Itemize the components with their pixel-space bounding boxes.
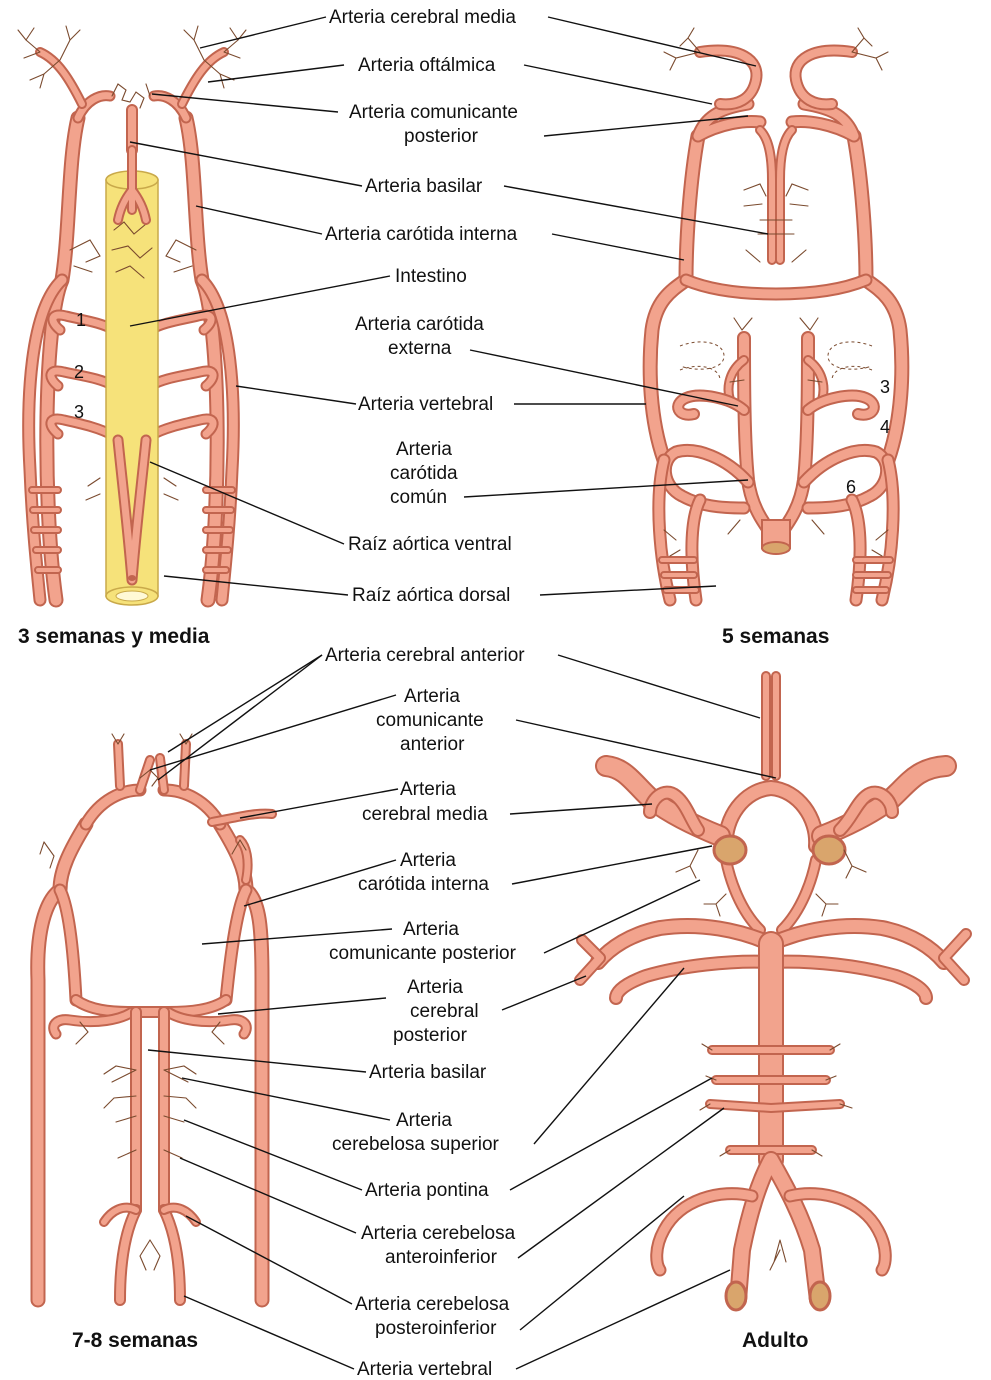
label-cerebral-posterior-line-1: Arteria	[407, 977, 463, 998]
label-cerebral-media: Arteria cerebral media	[329, 7, 516, 28]
label-cerebral-posterior-line-3: posterior	[393, 1025, 468, 1046]
label-cerebelosa-posteroinferior-line-1: Arteria cerebelosa	[355, 1294, 510, 1315]
label-intestino: Intestino	[395, 266, 467, 287]
label-cerebral-media-line-2: cerebral media	[362, 804, 488, 825]
label-basilar-bottom: Arteria basilar	[369, 1062, 487, 1083]
label-cerebral-media-line-1: Arteria	[400, 779, 456, 800]
label-carotida-comun-line-2: carótida	[390, 463, 458, 484]
panel-7-8-weeks: 7-8 semanas	[38, 734, 272, 1352]
label-cerebelosa-posteroinferior-line-2: posteroinferior	[375, 1318, 497, 1339]
label-basilar: Arteria basilar	[365, 176, 483, 197]
label-cerebelosa-anteroinferior-line-2: anteroinferior	[385, 1247, 498, 1268]
label-comunicante-anterior-line-2: comunicante	[376, 710, 484, 731]
arch-number-3: 3	[74, 402, 84, 422]
label-cerebral-posterior-line-2: cerebral	[410, 1001, 479, 1022]
label-carotida-comun-line-3: común	[390, 487, 447, 508]
label-cerebelosa-superior-line-1: Arteria	[396, 1110, 452, 1131]
label-carotida-externa-line-1: Arteria carótida	[355, 314, 484, 335]
vessels-adult	[580, 676, 966, 1310]
panel-title-7-8-weeks: 7-8 semanas	[72, 1329, 198, 1352]
label-carotida-interna-bottom-line-2: carótida interna	[358, 874, 489, 895]
bottom-labels: Arteria cerebral anterior Arteria comuni…	[148, 645, 776, 1380]
label-carotida-externa-line-2: externa	[388, 338, 452, 359]
label-pontina: Arteria pontina	[365, 1180, 489, 1201]
panel-title-3-5-weeks: 3 semanas y media	[18, 625, 210, 648]
arch-number-4: 4	[880, 417, 890, 437]
panel-title-adult: Adulto	[742, 1329, 808, 1352]
label-cerebelosa-anteroinferior-line-1: Arteria cerebelosa	[361, 1223, 516, 1244]
vessels-7-8-weeks	[38, 734, 272, 1300]
label-comunicante-posterior-bottom-line-2: comunicante posterior	[329, 943, 517, 964]
arch-number-2: 2	[74, 362, 84, 382]
label-vertebral-bottom: Arteria vertebral	[357, 1359, 492, 1380]
label-carotida-interna-bottom-line-1: Arteria	[400, 850, 456, 871]
arch-number-6: 6	[846, 477, 856, 497]
label-raiz-dorsal: Raíz aórtica dorsal	[352, 585, 510, 606]
label-carotida-comun-line-1: Arteria	[396, 439, 452, 460]
arch-numbers-left: 1 2 3	[74, 310, 86, 422]
label-comunicante-anterior-line-1: Arteria	[404, 686, 460, 707]
label-comunicante-anterior-line-3: anterior	[400, 734, 465, 755]
arch-number-3-right: 3	[880, 377, 890, 397]
label-comunicante-posterior-bottom-line-1: Arteria	[403, 919, 459, 940]
label-raiz-ventral: Raíz aórtica ventral	[348, 534, 512, 555]
arch-number-1: 1	[76, 310, 86, 330]
panel-5-weeks: 3 4 6 5 semanas	[650, 28, 902, 648]
label-vertebral-top: Arteria vertebral	[358, 394, 493, 415]
label-carotida-interna: Arteria carótida interna	[325, 224, 518, 245]
label-comunicante-posterior-line-2: posterior	[404, 126, 479, 147]
label-cerebral-anterior: Arteria cerebral anterior	[325, 645, 525, 666]
panel-3-5-weeks: 1 2 3 3 semanas y media	[18, 26, 246, 648]
panel-title-5-weeks: 5 semanas	[722, 625, 829, 648]
vessels-5-weeks	[650, 28, 902, 600]
label-cerebelosa-superior-line-2: cerebelosa superior	[332, 1134, 500, 1155]
label-comunicante-posterior-line-1: Arteria comunicante	[349, 102, 518, 123]
label-oftalmica: Arteria oftálmica	[358, 55, 496, 76]
